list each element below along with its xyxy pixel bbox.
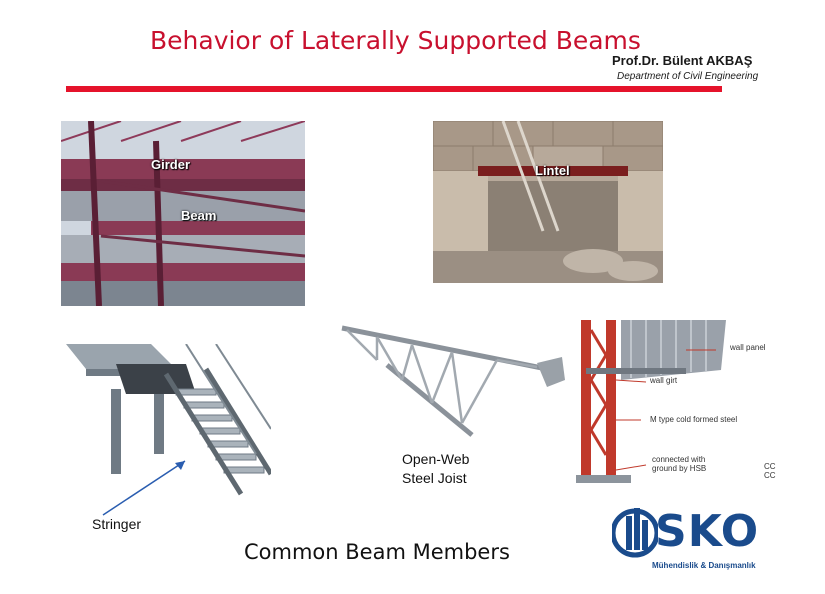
logo-building-icon [612,508,658,558]
connected-label-line2: ground by HSB [652,464,707,473]
beam-label: Beam [181,208,217,223]
stair-illustration [66,344,271,509]
stringer-label: Stringer [92,516,142,532]
lintel-label: Lintel [535,163,570,178]
logo-text: SKO [655,506,760,557]
author-name: Prof.Dr. Bülent AKBAŞ [612,53,753,68]
stringer-arrow-icon [102,460,186,516]
joist-label-line2: Steel Joist [402,470,467,486]
lintel-photo: Lintel [433,121,663,283]
slide-title: Behavior of Laterally Supported Beams [150,26,641,55]
joist-illustration [341,325,565,437]
connected-label-line1: connected with [652,455,706,464]
lintel-illustration [433,121,663,283]
edge-text-1: CC [764,462,776,471]
title-rule [66,86,722,92]
edge-text-2: CC [764,471,776,480]
stair-photo [66,344,271,509]
wall-panel-label: wall panel [730,343,766,352]
girder-label: Girder [151,157,191,172]
logo-subtitle: Mühendislik & Danışmanlık [652,561,756,570]
girder-beam-illustration [61,121,305,306]
joist-label-line1: Open-Web [402,451,470,467]
wall-girt-label: wall girt [650,376,678,385]
m-type-label: M type cold formed steel [650,415,738,424]
bottom-title: Common Beam Members [244,540,510,564]
wall-girt-photo: wall panel wall girt M type cold formed … [576,320,776,492]
department-name: Department of Civil Engineering [617,71,759,82]
wall-girt-illustration [576,320,776,492]
girder-beam-photo: Girder Beam [61,121,305,306]
